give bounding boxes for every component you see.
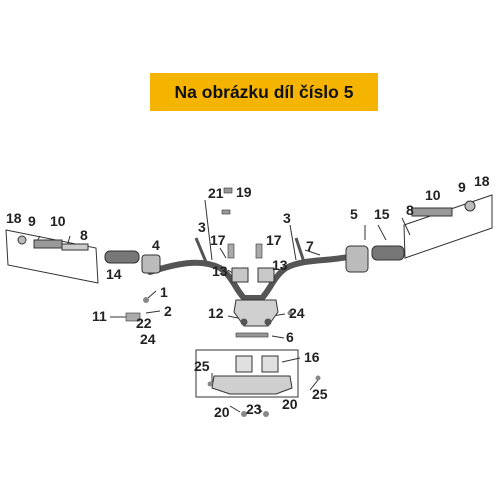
callout-8-left: 8 bbox=[80, 227, 88, 243]
throttle-body-left bbox=[61, 243, 89, 251]
lower-clamp-frame bbox=[195, 349, 299, 398]
nut-20-right bbox=[263, 411, 269, 417]
callout-6: 6 bbox=[286, 329, 294, 345]
bolt-19 bbox=[223, 187, 233, 194]
callout-15: 15 bbox=[374, 206, 390, 222]
nut-20-left bbox=[241, 411, 247, 417]
callout-21: 21 bbox=[208, 185, 224, 201]
cable-3-right bbox=[294, 237, 306, 263]
bracket-11 bbox=[125, 312, 141, 322]
damper-left bbox=[235, 355, 253, 373]
callout-24-left: 24 bbox=[140, 331, 156, 347]
upper-clamp-right bbox=[257, 267, 275, 283]
throttle-housing bbox=[345, 245, 369, 273]
callout-17-right: 17 bbox=[266, 232, 282, 248]
bolt-17-left bbox=[227, 243, 235, 259]
callout-20-right: 20 bbox=[282, 396, 298, 412]
riser-bolt-right bbox=[264, 318, 272, 326]
callout-10-left: 10 bbox=[50, 213, 66, 229]
left-switch bbox=[141, 254, 161, 274]
end-cap-right bbox=[464, 200, 476, 212]
throttle-tube-right bbox=[411, 207, 453, 217]
banner-text: Na obrázku díl číslo 5 bbox=[174, 81, 354, 102]
callout-20-left: 20 bbox=[214, 404, 230, 420]
riser-bolt-left bbox=[240, 318, 248, 326]
left-grip bbox=[104, 250, 140, 264]
callout-25-left: 25 bbox=[194, 358, 210, 374]
callout-numbers: 21 19 3 3 17 17 7 13 13 4 14 18 9 10 8 1… bbox=[6, 173, 490, 420]
callout-12: 12 bbox=[208, 305, 224, 321]
handlebar bbox=[147, 253, 355, 301]
throttle-tube-left bbox=[33, 239, 63, 249]
callout-3-left: 3 bbox=[198, 219, 206, 235]
callout-25-right: 25 bbox=[312, 386, 328, 402]
callout-23: 23 bbox=[246, 401, 262, 417]
lower-bracket bbox=[211, 375, 293, 395]
upper-clamp-left bbox=[231, 267, 249, 283]
callout-18-right: 18 bbox=[474, 173, 490, 189]
callout-16: 16 bbox=[304, 349, 320, 365]
cable-3-left bbox=[194, 237, 208, 263]
screw-25-left bbox=[207, 381, 213, 387]
parts bbox=[17, 187, 476, 417]
callout-1: 1 bbox=[160, 284, 168, 300]
damper-right bbox=[261, 355, 279, 373]
end-cap-left bbox=[17, 235, 27, 245]
callout-13-left: 13 bbox=[212, 263, 228, 279]
screw-1 bbox=[143, 297, 149, 303]
callout-7: 7 bbox=[306, 238, 314, 254]
right-grip bbox=[371, 245, 405, 261]
spacer-plate bbox=[235, 332, 269, 338]
callout-9-left: 9 bbox=[28, 213, 36, 229]
screw-24 bbox=[287, 310, 293, 316]
callout-13-right: 13 bbox=[272, 257, 288, 273]
callout-10-right: 10 bbox=[425, 187, 441, 203]
callout-14: 14 bbox=[106, 266, 122, 282]
callout-11: 11 bbox=[92, 308, 107, 324]
part-number-banner: Na obrázku díl číslo 5 bbox=[150, 73, 378, 111]
callout-4: 4 bbox=[152, 237, 160, 253]
callout-9-right: 9 bbox=[458, 179, 466, 195]
callout-3-right: 3 bbox=[283, 210, 291, 226]
callout-17-left: 17 bbox=[210, 232, 226, 248]
washer-21 bbox=[221, 209, 231, 215]
left-grip-frame bbox=[5, 229, 99, 284]
bolt-17-right bbox=[255, 243, 263, 259]
right-grip-frame bbox=[403, 194, 493, 259]
callout-5: 5 bbox=[350, 206, 358, 222]
callout-2: 2 bbox=[164, 303, 172, 319]
callout-18-left: 18 bbox=[6, 210, 22, 226]
callout-22: 22 bbox=[136, 315, 152, 331]
callout-24-right: 24 bbox=[289, 305, 305, 321]
callout-19: 19 bbox=[236, 184, 252, 200]
callout-8-right: 8 bbox=[406, 202, 414, 218]
screw-25-right bbox=[315, 375, 321, 381]
